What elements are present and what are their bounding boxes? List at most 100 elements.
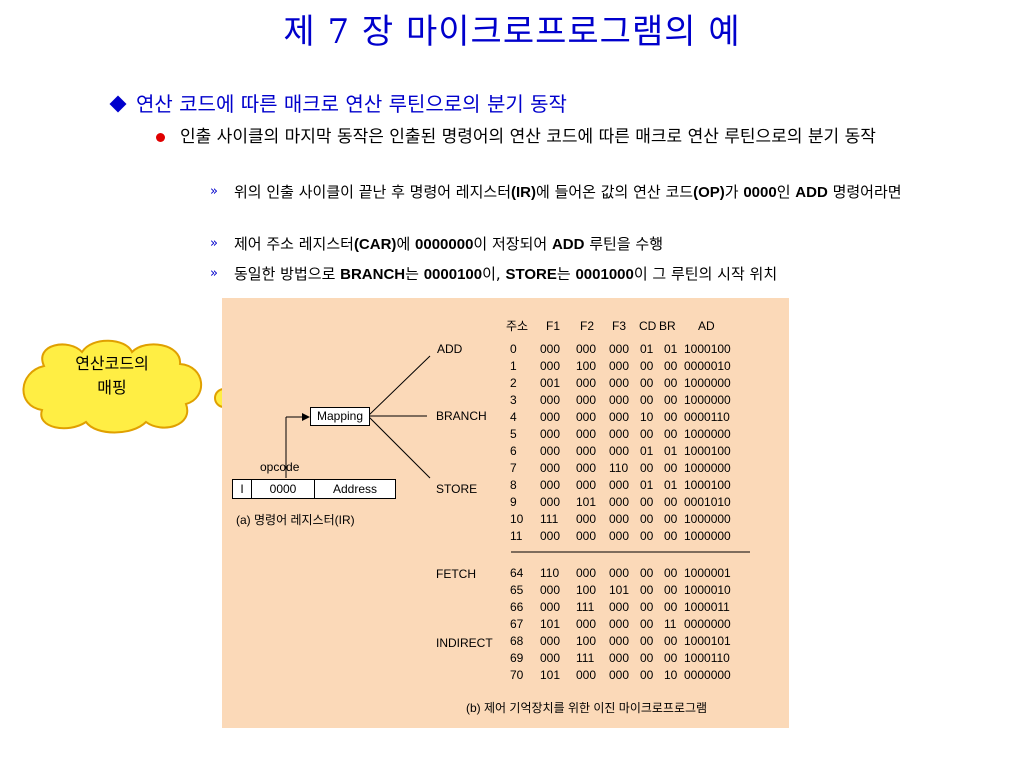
table-cell: 01 — [640, 478, 654, 492]
table-cell: 000 — [576, 617, 597, 631]
table-cell: 000 — [540, 583, 561, 597]
table-cell: 00 — [640, 376, 654, 390]
table-cell: 8 — [510, 478, 517, 492]
table-cell: 000 — [609, 634, 630, 648]
table-cell: 00 — [640, 634, 654, 648]
table-cell: 1000100 — [684, 478, 731, 492]
table-cell: 101 — [540, 668, 561, 682]
raquo-bullet-icon: » — [210, 236, 218, 251]
text-run: 이 그 루틴의 시작 위치 — [633, 265, 778, 283]
bold-term: ADD — [551, 236, 585, 253]
bold-term: BRANCH — [340, 266, 406, 283]
bullet-level2-text: 인출 사이클의 마지막 동작은 인출된 명령어의 연산 코드에 따른 매크로 연… — [180, 127, 876, 147]
label-branch: BRANCH — [436, 409, 487, 423]
table-cell: 111 — [540, 512, 559, 526]
table-cell: 65 — [510, 583, 524, 597]
cloud-label-line2: 매핑 — [97, 378, 127, 397]
table-cell: 0000000 — [684, 617, 731, 631]
table-cell: 00 — [640, 461, 654, 475]
table-cell: 000 — [576, 393, 597, 407]
bold-term: (OP) — [693, 184, 725, 201]
table-cell: 00 — [640, 495, 654, 509]
table-cell: 00 — [640, 359, 654, 373]
table-cell: 01 — [640, 444, 654, 458]
raquo-bullet-icon: » — [210, 266, 218, 281]
text-run: 루틴을 수행 — [584, 235, 664, 253]
table-cell: 1000010 — [684, 583, 731, 597]
table-cell: 000 — [576, 478, 597, 492]
table-cell: 0000010 — [684, 359, 731, 373]
table-cell: 00 — [664, 461, 678, 475]
table-cell: 00 — [664, 410, 678, 424]
table-cell: 000 — [609, 444, 630, 458]
text-run: 에 — [396, 235, 416, 253]
raquo-bullet-icon: » — [210, 184, 218, 199]
table-cell: 101 — [540, 617, 561, 631]
table-cell: 1000000 — [684, 529, 731, 543]
text-run: 이, — [482, 265, 506, 283]
mapping-box: Mapping — [310, 407, 370, 426]
table-cell: 00 — [640, 583, 654, 597]
table-cell: 000 — [540, 478, 561, 492]
diagram-lines — [285, 355, 750, 553]
table-cell: 00 — [640, 566, 654, 580]
table-cell: 100 — [576, 359, 597, 373]
sub-bullet-text: 위의 인출 사이클이 끝난 후 명령어 레지스터(IR)에 들어온 값의 연산 … — [234, 181, 990, 204]
table-cell: 110 — [540, 566, 560, 580]
table-cell: 000 — [609, 359, 630, 373]
bold-term: ADD — [795, 184, 828, 201]
bold-term: 0000100 — [423, 266, 483, 283]
table-cell: 00 — [640, 393, 654, 407]
table-cell: 1000110 — [684, 651, 730, 665]
table-cell: 000 — [540, 651, 561, 665]
cloud-label: 연산코드의 매핑 — [14, 352, 210, 400]
table-cell: 64 — [510, 566, 524, 580]
bold-term: 0000000 — [415, 236, 474, 253]
text-run: 는 — [556, 265, 576, 283]
table-cell: 00 — [664, 495, 678, 509]
table-cell: 000 — [540, 427, 561, 441]
table-cell: 000 — [609, 668, 630, 682]
table-cell: 0000000 — [684, 668, 731, 682]
sub-bullet: »동일한 방법으로 BRANCH는 0000100이, STORE는 00010… — [210, 263, 990, 286]
table-cell: 66 — [510, 600, 524, 614]
table-cell: 000 — [609, 495, 630, 509]
table-cell: 000 — [540, 495, 561, 509]
table-cell: 01 — [664, 342, 678, 356]
table-cell: 000 — [609, 410, 630, 424]
table-cell: 001 — [540, 376, 561, 390]
table-cell: 69 — [510, 651, 524, 665]
table-cell: 00 — [640, 427, 654, 441]
caption-a: (a) 명령어 레지스터(IR) — [236, 513, 355, 527]
table-cell: 101 — [609, 583, 630, 597]
text-run: 명령어라면 — [827, 183, 902, 201]
table-cell: 000 — [576, 376, 597, 390]
table-cell: 10 — [640, 410, 654, 424]
table-cell: 4 — [510, 410, 517, 424]
table-cell: 000 — [609, 600, 630, 614]
table-cell: 6 — [510, 444, 517, 458]
figure-panel: Mapping opcode I 0000 Address (a) 명령어 레지… — [222, 298, 789, 728]
table-cell: 00 — [640, 600, 654, 614]
table-cell: 000 — [609, 651, 630, 665]
column-header: CD — [639, 319, 657, 333]
table-cell: 000 — [540, 342, 561, 356]
sub-bullet-text: 동일한 방법으로 BRANCH는 0000100이, STORE는 000100… — [234, 263, 990, 286]
table-cell: 100 — [576, 634, 597, 648]
table-cell: 1000001 — [684, 566, 731, 580]
table-cell: 9 — [510, 495, 517, 509]
table-cell: 000 — [540, 444, 561, 458]
table-cell: 3 — [510, 393, 517, 407]
table-cell: 00 — [640, 651, 654, 665]
table-cell: 000 — [576, 444, 597, 458]
text-run: 위의 인출 사이클이 끝난 후 명령어 레지스터 — [234, 183, 512, 201]
bullet-level1: 연산 코드에 따른 매크로 연산 루틴으로의 분기 동작 — [109, 88, 567, 117]
opcode-label: opcode — [260, 460, 300, 474]
column-header: F1 — [546, 319, 561, 333]
table-cell: 1000000 — [684, 461, 731, 475]
ir-opcode: 0000 — [252, 480, 315, 498]
table-cell: 000 — [576, 512, 597, 526]
table-cell: 00 — [664, 427, 678, 441]
table-cell: 100 — [576, 583, 597, 597]
column-header: F2 — [580, 319, 595, 333]
